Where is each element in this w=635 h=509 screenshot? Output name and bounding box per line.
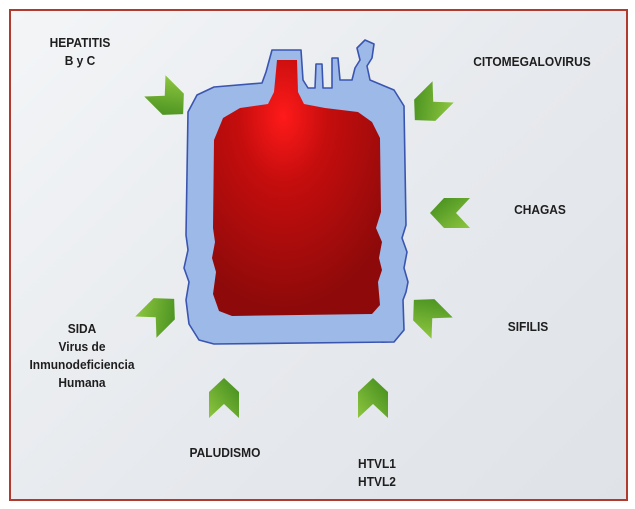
label-hepatitis: HEPATITIS B y C — [43, 34, 117, 70]
arrow-sifilis-icon — [403, 289, 452, 338]
label-sida-line-4: Humana — [18, 374, 147, 392]
label-sida-line-2: Virus de — [18, 338, 147, 356]
label-hepatitis-line-1: HEPATITIS — [43, 34, 117, 52]
arrow-paludismo-icon — [209, 378, 239, 418]
label-citomegalovirus: CITOMEGALOVIRUS — [455, 53, 610, 71]
label-chagas-line-1: CHAGAS — [503, 201, 577, 219]
arrow-hepatitis-icon — [144, 75, 193, 124]
label-htvl-line-2: HTVL2 — [340, 473, 414, 491]
arrow-citomegalovirus-icon — [404, 81, 453, 130]
label-sida-line-3: Inmunodeficiencia — [18, 356, 147, 374]
label-chagas: CHAGAS — [503, 201, 577, 219]
label-sida: SIDA Virus de Inmunodeficiencia Humana — [18, 320, 147, 392]
arrow-chagas-icon — [430, 198, 470, 228]
label-sifilis-line-1: SIFILIS — [491, 318, 565, 336]
label-htvl: HTVL1 HTVL2 — [340, 455, 414, 491]
label-sida-line-1: SIDA — [18, 320, 147, 338]
label-sifilis: SIFILIS — [491, 318, 565, 336]
arrow-htvl-icon — [358, 378, 388, 418]
label-paludismo-line-1: PALUDISMO — [174, 444, 275, 462]
label-paludismo: PALUDISMO — [174, 444, 275, 462]
label-htvl-line-1: HTVL1 — [340, 455, 414, 473]
label-hepatitis-line-2: B y C — [43, 52, 117, 70]
label-citomegalovirus-line-1: CITOMEGALOVIRUS — [455, 53, 610, 71]
